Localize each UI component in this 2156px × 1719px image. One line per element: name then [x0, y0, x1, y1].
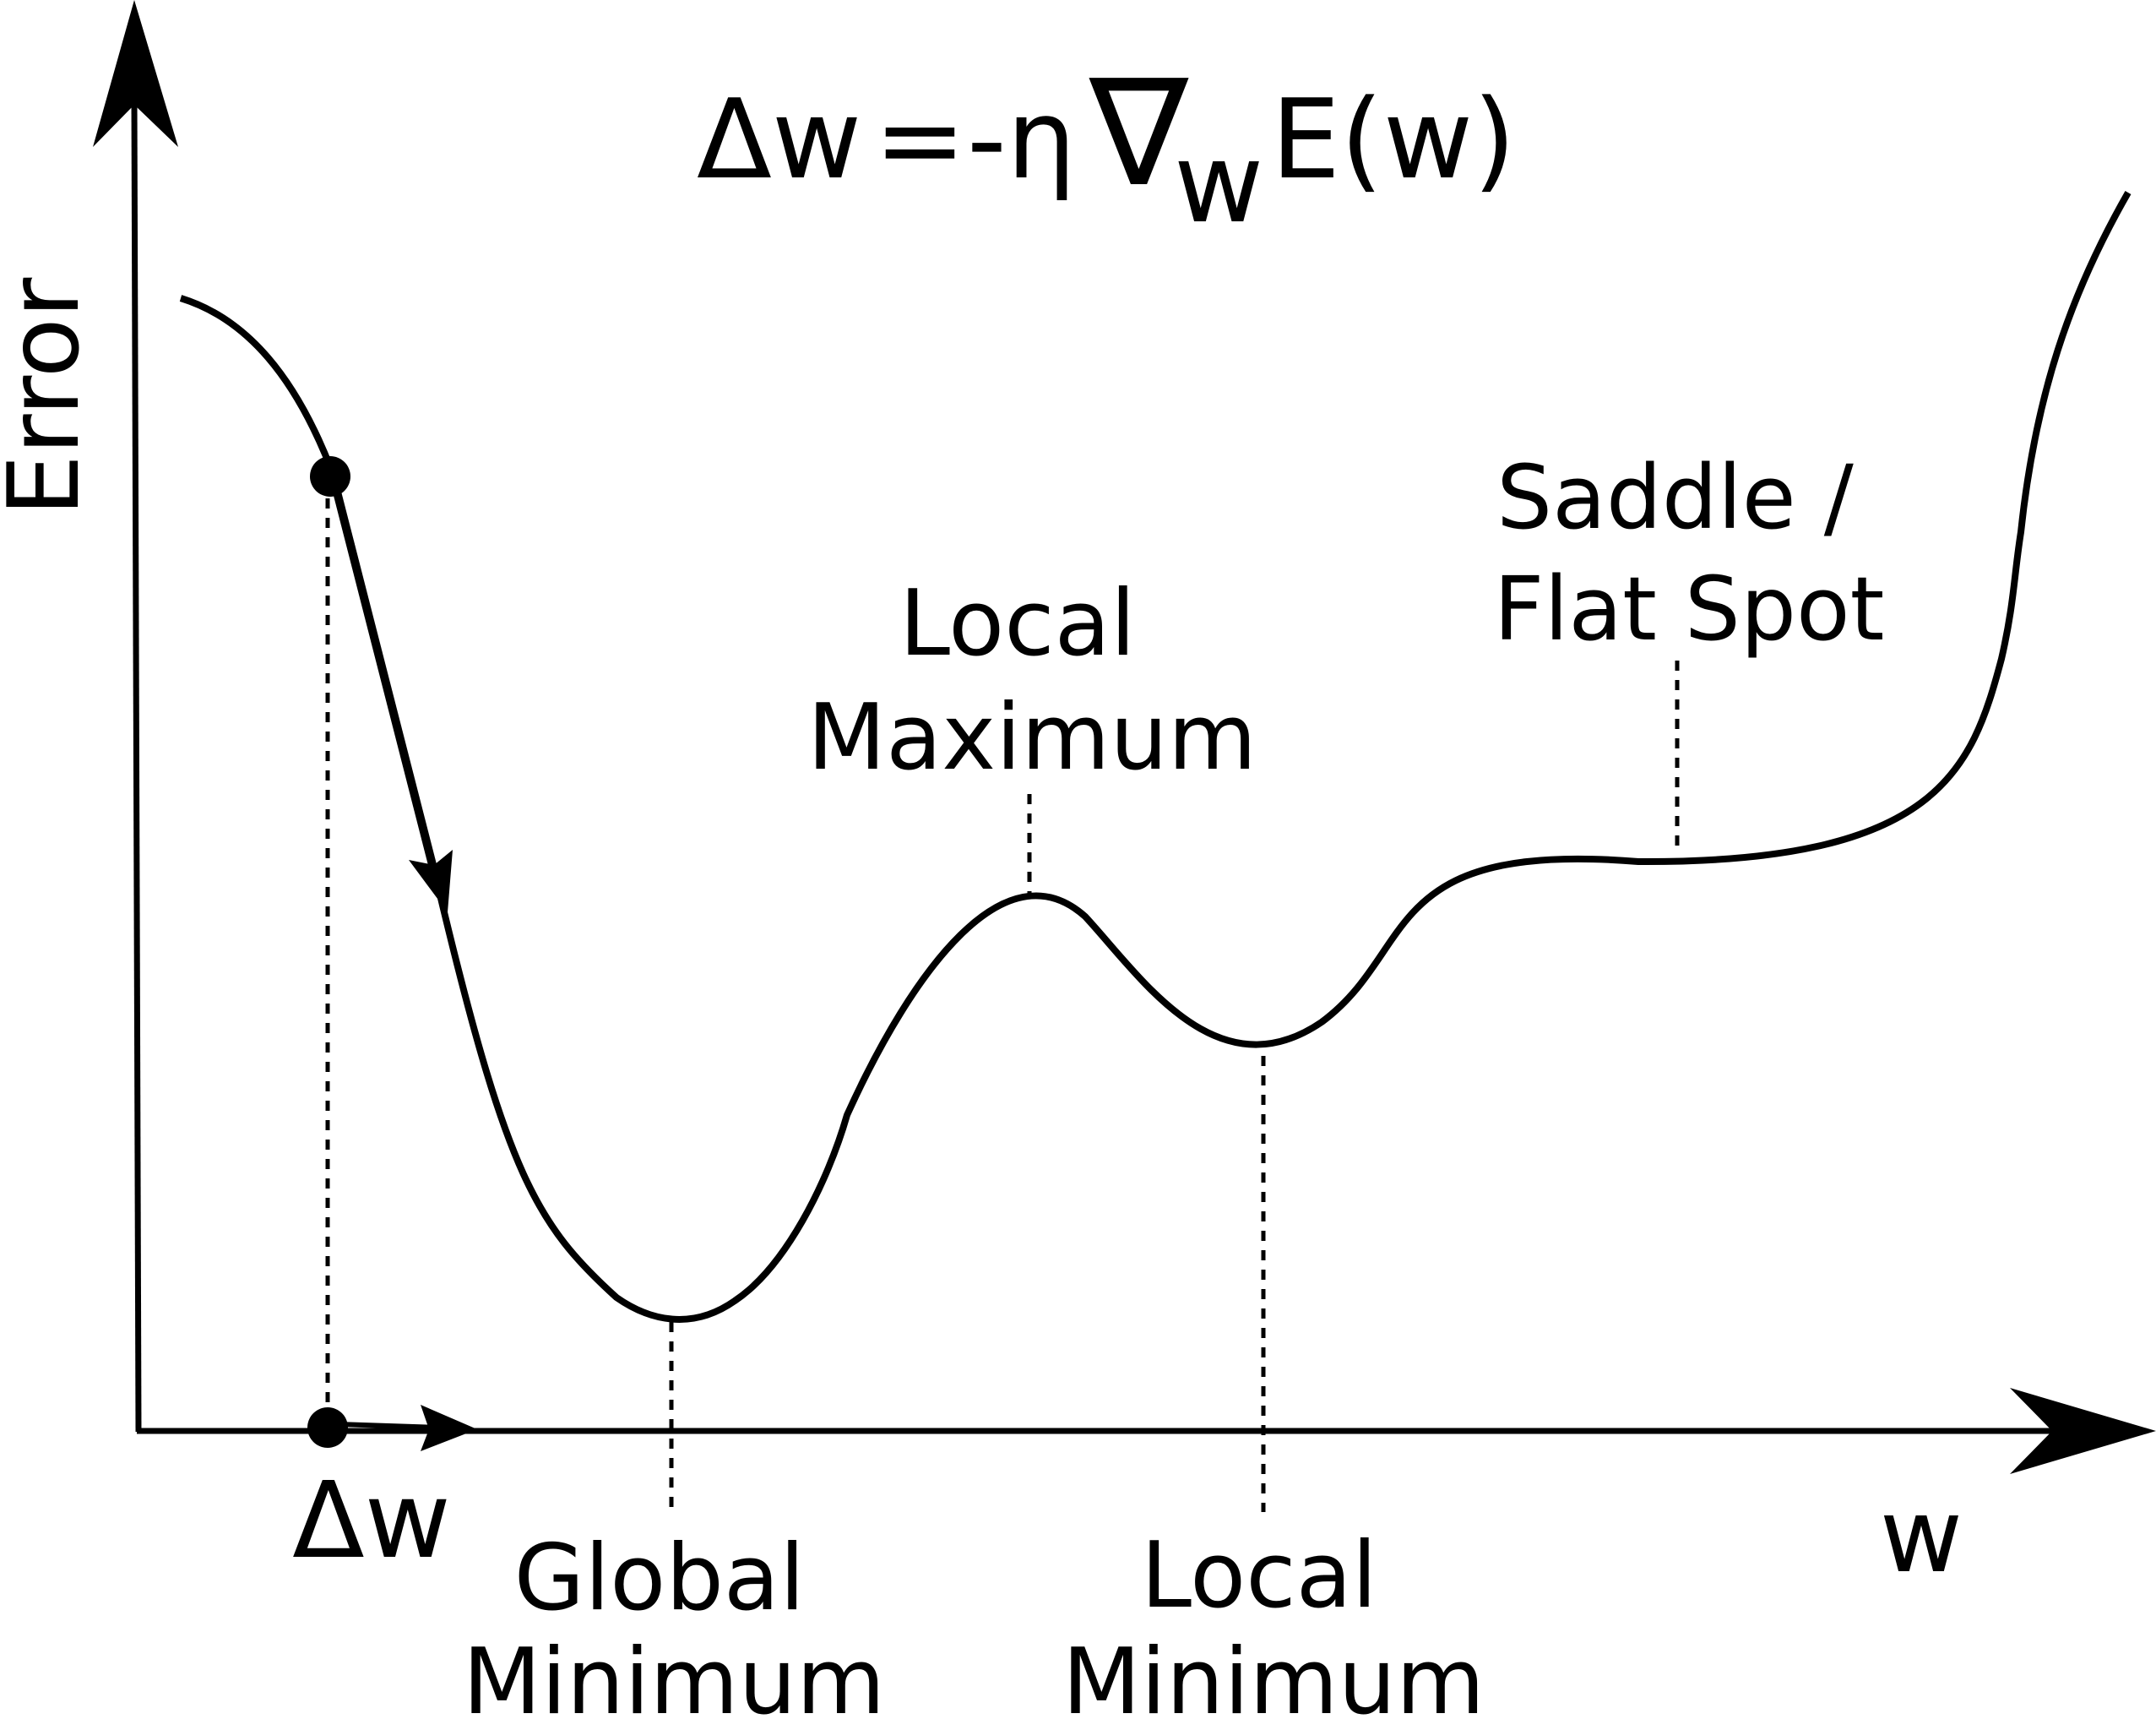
gradient-step-arrowhead	[409, 850, 453, 912]
x-axis-label: w	[1880, 1478, 1963, 1596]
update-rule-formula: Δw = -η ∇ w E(w)	[697, 48, 1516, 248]
formula-equals: =	[874, 75, 966, 204]
local-maximum-label: Local Maximum	[807, 571, 1257, 791]
global-minimum-label: Global Minimum	[463, 1526, 886, 1719]
y-axis-label: Error	[0, 277, 101, 516]
nabla-icon: ∇	[1089, 48, 1189, 220]
formula-subscript: w	[1174, 119, 1263, 248]
x-axis-weight-point	[307, 1407, 348, 1448]
formula-neg-eta: -η	[967, 75, 1076, 204]
gradient-step-arrow-shaft	[327, 467, 443, 893]
current-weight-point	[310, 456, 350, 497]
y-axis-arrowhead	[93, 0, 178, 147]
y-axis-line	[131, 101, 142, 1433]
saddle-flat-spot-label: Saddle / Flat Spot	[1494, 446, 1885, 661]
local-minimum-label: Local Minimum	[1062, 1523, 1485, 1719]
delta-w-label: Δw	[292, 1460, 451, 1582]
x-axis-arrowhead	[2010, 1388, 2156, 1474]
formula-lhs: Δw	[697, 75, 861, 204]
delta-w-arrowhead	[421, 1405, 477, 1451]
delta-w-arrow-shaft	[337, 1422, 440, 1430]
formula-rhs: E(w)	[1271, 75, 1516, 204]
